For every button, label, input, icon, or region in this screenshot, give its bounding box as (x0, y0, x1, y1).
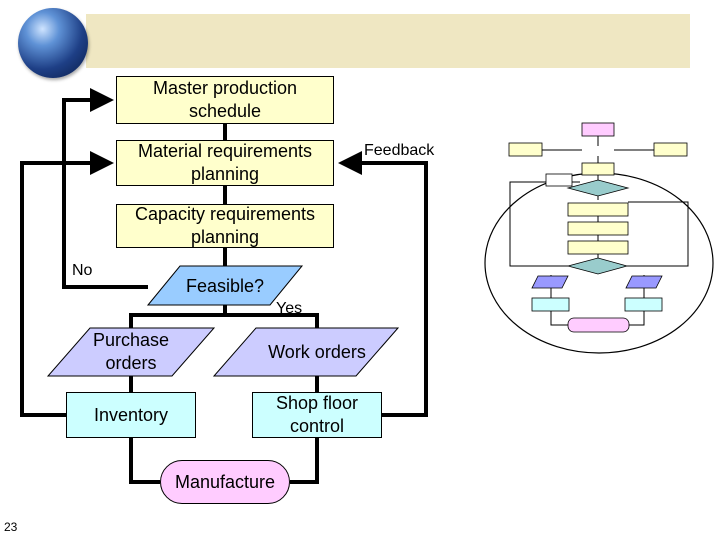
edge-shop-feedback (338, 151, 428, 417)
work-orders-node: Work orders (244, 328, 390, 376)
feedback-label: Feedback (364, 142, 435, 159)
edge-inventory-feedback (20, 151, 114, 417)
feasible-decision: Feasible? (150, 270, 300, 302)
inventory-label: Inventory (93, 404, 169, 425)
edge-shop-manufacture (290, 438, 319, 484)
capacity-requirements-label: Capacity requirements planning (134, 204, 316, 247)
purchase-orders-shape (46, 327, 216, 377)
purchase-orders-label: Purchase orders (92, 330, 170, 373)
edge-feasible-work (225, 313, 319, 328)
page-number: 23 (4, 520, 18, 534)
edge-inventory-manufacture (129, 438, 160, 484)
edge-no-loop (62, 88, 148, 289)
feasible-shape (146, 265, 304, 306)
master-production-schedule-label: Master production schedule (152, 78, 298, 121)
material-requirements-label: Material requirements planning (137, 141, 313, 184)
inventory-box: Inventory (66, 392, 196, 438)
manufacture-box: Manufacture (160, 460, 290, 504)
feasible-label: Feasible? (185, 275, 265, 296)
no-label: No (72, 262, 93, 279)
work-orders-label: Work orders (268, 341, 366, 362)
manufacture-label: Manufacture (174, 471, 276, 492)
master-production-schedule-box: Master production schedule (116, 76, 334, 124)
globe-icon (18, 8, 88, 78)
shop-floor-control-label: Shop floor control (275, 393, 359, 436)
header-banner (86, 14, 690, 68)
thumbnail-diagram (484, 122, 714, 354)
yes-label: Yes (276, 300, 303, 317)
material-requirements-box: Material requirements planning (116, 140, 334, 186)
edge-feasible-purchase (129, 305, 227, 328)
purchase-orders-node: Purchase orders (70, 328, 192, 376)
work-orders-shape (212, 327, 400, 377)
shop-floor-control-box: Shop floor control (252, 392, 382, 438)
capacity-requirements-box: Capacity requirements planning (116, 204, 334, 248)
